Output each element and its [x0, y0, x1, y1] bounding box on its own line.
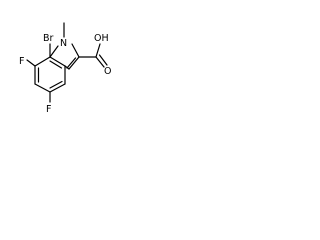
- bond-c3a-c7a: [49, 56, 66, 67]
- bond-c7a-c7: [34, 56, 51, 67]
- molecule-drawing: Br F F N OH O: [19, 22, 111, 115]
- bond-c6-f: [26, 59, 36, 67]
- fluorine-bottom-label: F: [46, 104, 51, 115]
- bond-c-o-double-a: [95, 56, 105, 68]
- fluorine-top-label: F: [19, 56, 24, 67]
- bond-c5-c4-inner: [49, 80, 63, 89]
- bond-c2-c3-inner: [66, 57, 77, 69]
- bond-c3-c3a: [64, 65, 70, 70]
- bond-c-oh: [95, 43, 101, 58]
- bond-c5-c4: [49, 83, 66, 93]
- bond-c3a-c7a-inner: [49, 60, 63, 69]
- bromine-label: Br: [43, 33, 54, 44]
- bond-c6-c5: [34, 83, 51, 93]
- carbonyl-oxygen-label: O: [104, 66, 111, 77]
- bond-c2-c3: [68, 56, 80, 70]
- structure-canvas: Br F F N OH O: [0, 0, 152, 152]
- bond-n1-c2: [71, 43, 80, 58]
- bond-c-o-double-b: [98, 54, 108, 66]
- hydroxyl-label: OH: [94, 33, 109, 44]
- bond-c7a-n1: [49, 45, 59, 58]
- nitrogen-label: N: [60, 38, 67, 49]
